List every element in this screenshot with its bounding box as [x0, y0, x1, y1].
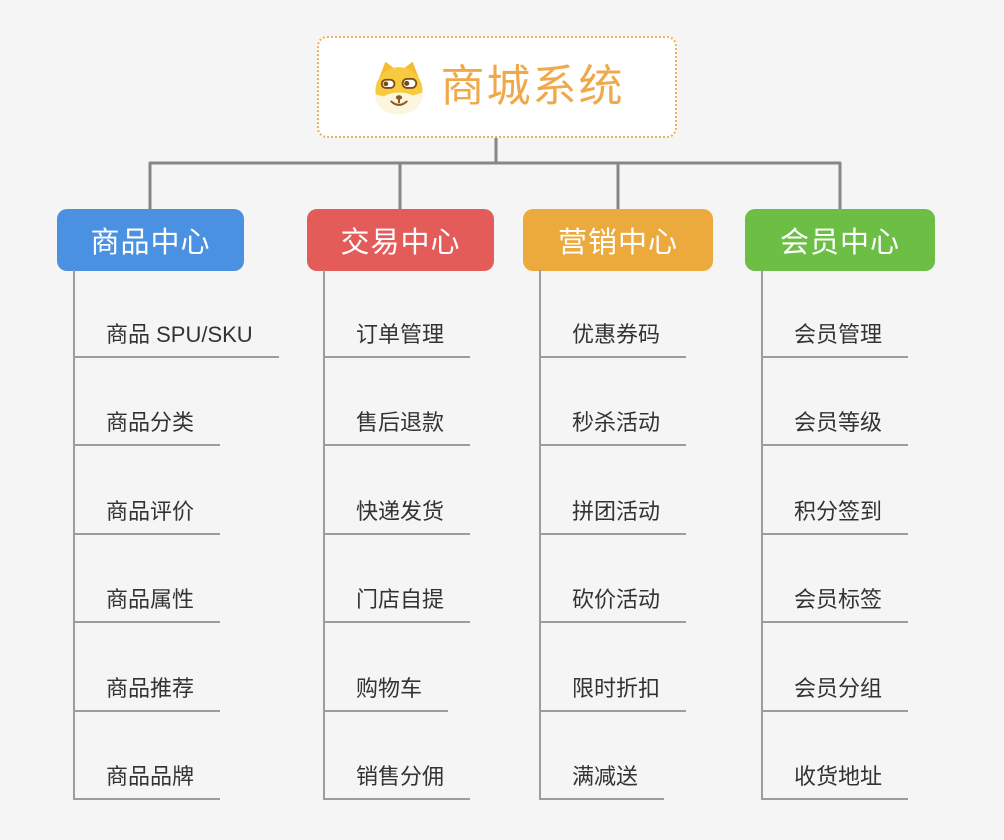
child-node[interactable]: 会员分组: [761, 677, 909, 712]
root-node[interactable]: 商城系统: [317, 36, 677, 138]
child-node[interactable]: 限时折扣: [539, 677, 687, 712]
child-node[interactable]: 售后退款: [323, 411, 471, 446]
branch-header-3[interactable]: 营销中心: [523, 209, 713, 271]
child-node[interactable]: 订单管理: [323, 323, 471, 358]
branch-spine-line: [323, 270, 325, 800]
branch-header-1[interactable]: 商品中心: [57, 209, 244, 271]
child-node[interactable]: 商品属性: [73, 588, 221, 623]
branch-header-4[interactable]: 会员中心: [745, 209, 935, 271]
child-node[interactable]: 秒杀活动: [539, 411, 687, 446]
doge-shiba-icon: [370, 58, 428, 116]
root-title: 商城系统: [440, 62, 625, 111]
child-node[interactable]: 快递发货: [323, 500, 471, 535]
child-node[interactable]: 购物车: [323, 677, 449, 712]
branch-spine-line: [761, 270, 763, 800]
child-node[interactable]: 商品推荐: [73, 677, 221, 712]
child-node[interactable]: 会员管理: [761, 323, 909, 358]
root-to-branch-connector: [148, 136, 842, 213]
child-node[interactable]: 拼团活动: [539, 500, 687, 535]
child-node[interactable]: 会员标签: [761, 588, 909, 623]
child-node[interactable]: 积分签到: [761, 500, 909, 535]
child-node[interactable]: 销售分佣: [323, 765, 471, 800]
child-node[interactable]: 商品品牌: [73, 765, 221, 800]
child-node[interactable]: 商品评价: [73, 500, 221, 535]
child-node[interactable]: 会员等级: [761, 411, 909, 446]
child-node[interactable]: 收货地址: [761, 765, 909, 800]
child-node[interactable]: 商品 SPU/SKU: [73, 323, 279, 358]
branch-spine-line: [73, 270, 75, 800]
child-node[interactable]: 优惠券码: [539, 323, 687, 358]
child-node[interactable]: 商品分类: [73, 411, 221, 446]
child-node[interactable]: 门店自提: [323, 588, 471, 623]
child-node[interactable]: 满减送: [539, 765, 665, 800]
child-node[interactable]: 砍价活动: [539, 588, 687, 623]
branch-header-2[interactable]: 交易中心: [307, 209, 494, 271]
branch-spine-line: [539, 270, 541, 800]
